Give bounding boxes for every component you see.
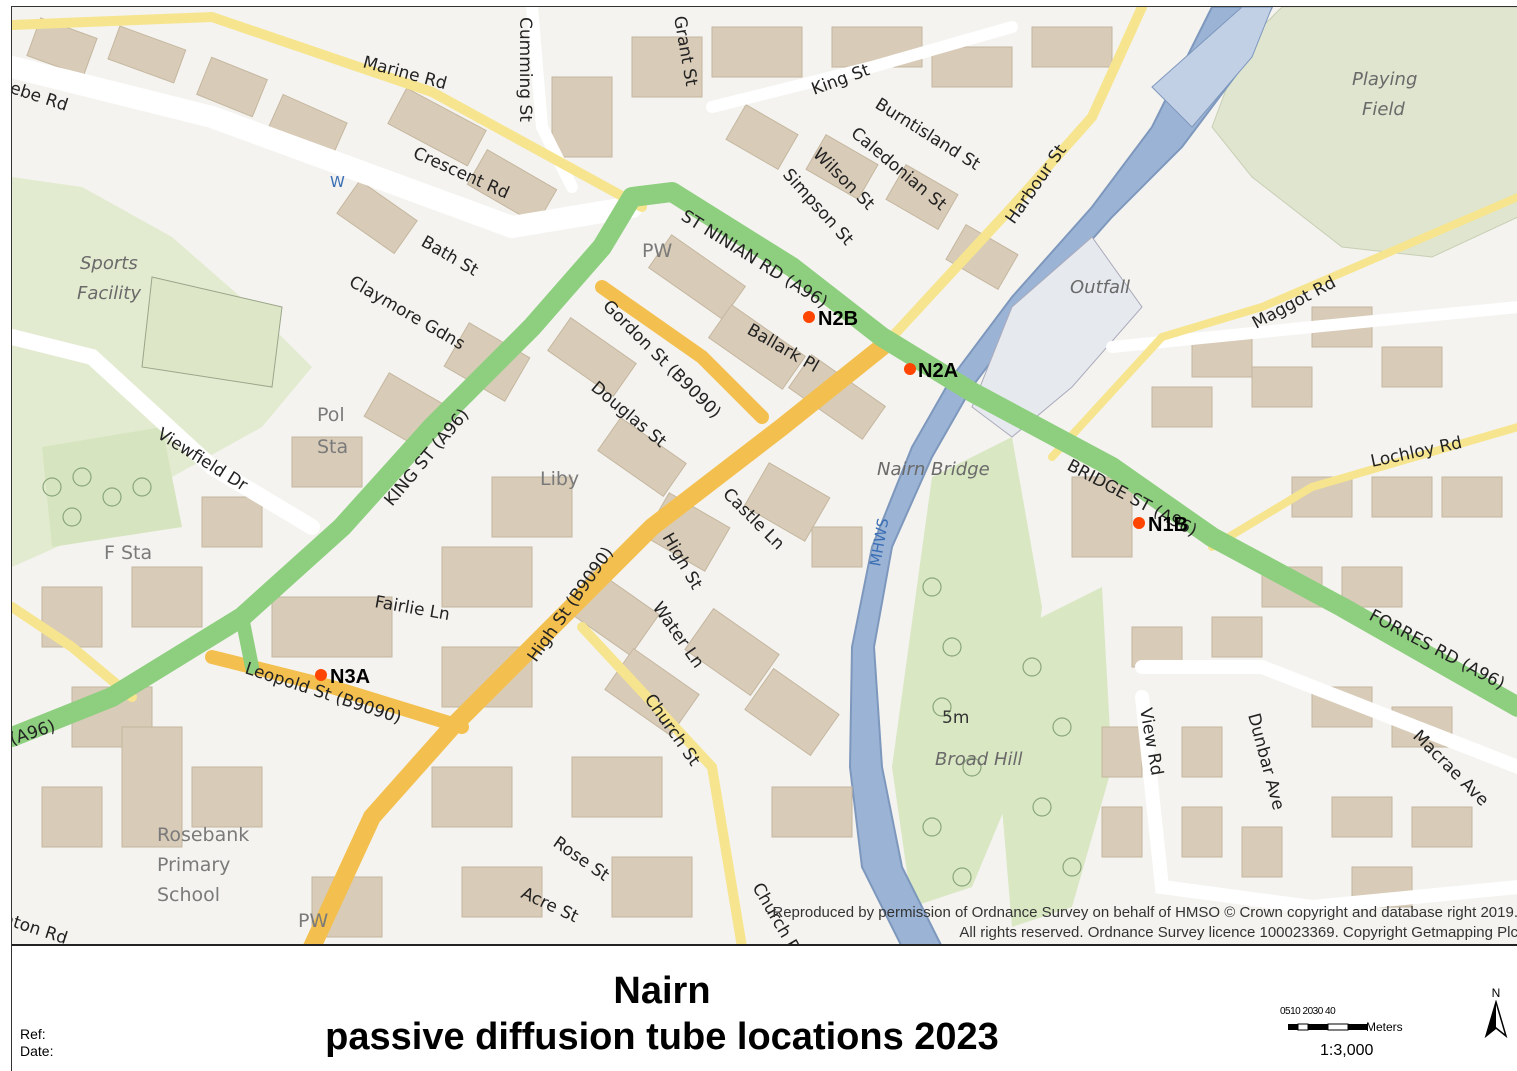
scale-unit: Meters: [1366, 1020, 1403, 1034]
north-arrow: N: [1482, 986, 1510, 1046]
map-canvas[interactable]: Playing Field Sports Facility Outfall Po…: [12, 7, 1517, 946]
site-n3a[interactable]: N3A: [315, 666, 370, 688]
label-w: W: [330, 173, 345, 191]
site-n2b[interactable]: N2B: [803, 308, 858, 330]
road-label-cumming-st: Cumming St: [515, 17, 535, 122]
ref-label: Ref:: [20, 1026, 46, 1042]
road-label-rose-st: Rose St: [549, 833, 613, 886]
label-rosebank-3: School: [157, 884, 220, 906]
label-playing-field-2: Field: [1362, 99, 1405, 120]
site-n2a-label: N2A: [918, 360, 958, 382]
map-footer: Nairn passive diffusion tube locations 2…: [11, 946, 1517, 1071]
label-pol-sta-2: Sta: [317, 436, 348, 458]
label-pw-1: PW: [642, 240, 672, 262]
scale-bar-graphic: [1288, 1023, 1368, 1031]
road-label-acre-st: Acre St: [518, 883, 582, 927]
minor-roads: [12, 7, 1517, 915]
yellow-roads: [12, 7, 1517, 944]
road-label-harbour-st: Harbour St: [1002, 141, 1071, 228]
road-label-lochloy-rd: Lochloy Rd: [1369, 433, 1464, 472]
road-label-seaton-rd: Seaton Rd: [12, 903, 70, 946]
date-label: Date:: [20, 1043, 54, 1059]
road-label-a96-left: (A96): [12, 716, 58, 749]
map-title: Nairn: [613, 970, 711, 1012]
monitoring-sites: N2B N2A N1B N3A: [315, 308, 1188, 688]
ref-date-block: Ref: Date:: [20, 1026, 53, 1060]
river-nairn: [848, 7, 1274, 944]
label-broad-hill: Broad Hill: [935, 749, 1022, 770]
place-labels: Playing Field Sports Facility Outfall Po…: [77, 69, 1417, 932]
site-n2a[interactable]: N2A: [904, 360, 958, 382]
map-frame[interactable]: Playing Field Sports Facility Outfall Po…: [11, 6, 1517, 946]
label-fire-station: F Sta: [104, 542, 152, 564]
label-library: Liby: [540, 468, 579, 490]
north-label: N: [1491, 986, 1501, 1000]
tree-symbols: [42, 467, 1082, 887]
label-playing-field-1: Playing: [1352, 69, 1417, 90]
site-n2b-label: N2B: [818, 308, 858, 330]
label-pol-sta-1: Pol: [317, 404, 345, 426]
site-n1b-label: N1B: [1148, 514, 1188, 536]
label-5m: 5m: [942, 708, 969, 728]
label-sports-facility-1: Sports: [80, 253, 138, 274]
road-label-dunbar-ave: Dunbar Ave: [1243, 711, 1288, 812]
site-n3a-label: N3A: [330, 666, 370, 688]
north-arrow-icon: [1484, 999, 1508, 1039]
label-outfall: Outfall: [1070, 277, 1130, 298]
label-nairn-bridge: Nairn Bridge: [877, 459, 990, 480]
scale-ticks: 0510 2030 40: [1280, 1006, 1336, 1017]
scale-bar: 0510 2030 40 Meters 1:3,000: [1280, 1006, 1420, 1066]
copyright-credit: Reproduced by permission of Ordnance Sur…: [772, 904, 1517, 941]
site-n2b-marker[interactable]: [803, 311, 815, 323]
credit-line-1: Reproduced by permission of Ordnance Sur…: [772, 904, 1517, 921]
label-rosebank-1: Rosebank: [157, 824, 249, 846]
road-label-bath-st: Bath St: [418, 232, 482, 281]
road-label-leopold-st: Leopold St (B9090): [242, 659, 403, 728]
label-pw-2: PW: [298, 910, 328, 932]
a-roads: [12, 182, 1517, 747]
site-n3a-marker[interactable]: [315, 669, 327, 681]
road-label-forres-rd: FORRES RD (A96): [1366, 606, 1508, 694]
scale-ratio: 1:3,000: [1320, 1042, 1374, 1059]
site-n2a-marker[interactable]: [904, 363, 916, 375]
credit-line-2: All rights reserved. Ordnance Survey lic…: [959, 924, 1517, 941]
label-rosebank-2: Primary: [157, 854, 230, 876]
site-n1b[interactable]: N1B: [1133, 514, 1188, 536]
label-sports-facility-2: Facility: [77, 283, 141, 304]
map-subtitle: passive diffusion tube locations 2023: [325, 1016, 999, 1058]
road-label-claymore-gdns: Claymore Gdns: [346, 272, 469, 354]
site-n1b-marker[interactable]: [1133, 517, 1145, 529]
